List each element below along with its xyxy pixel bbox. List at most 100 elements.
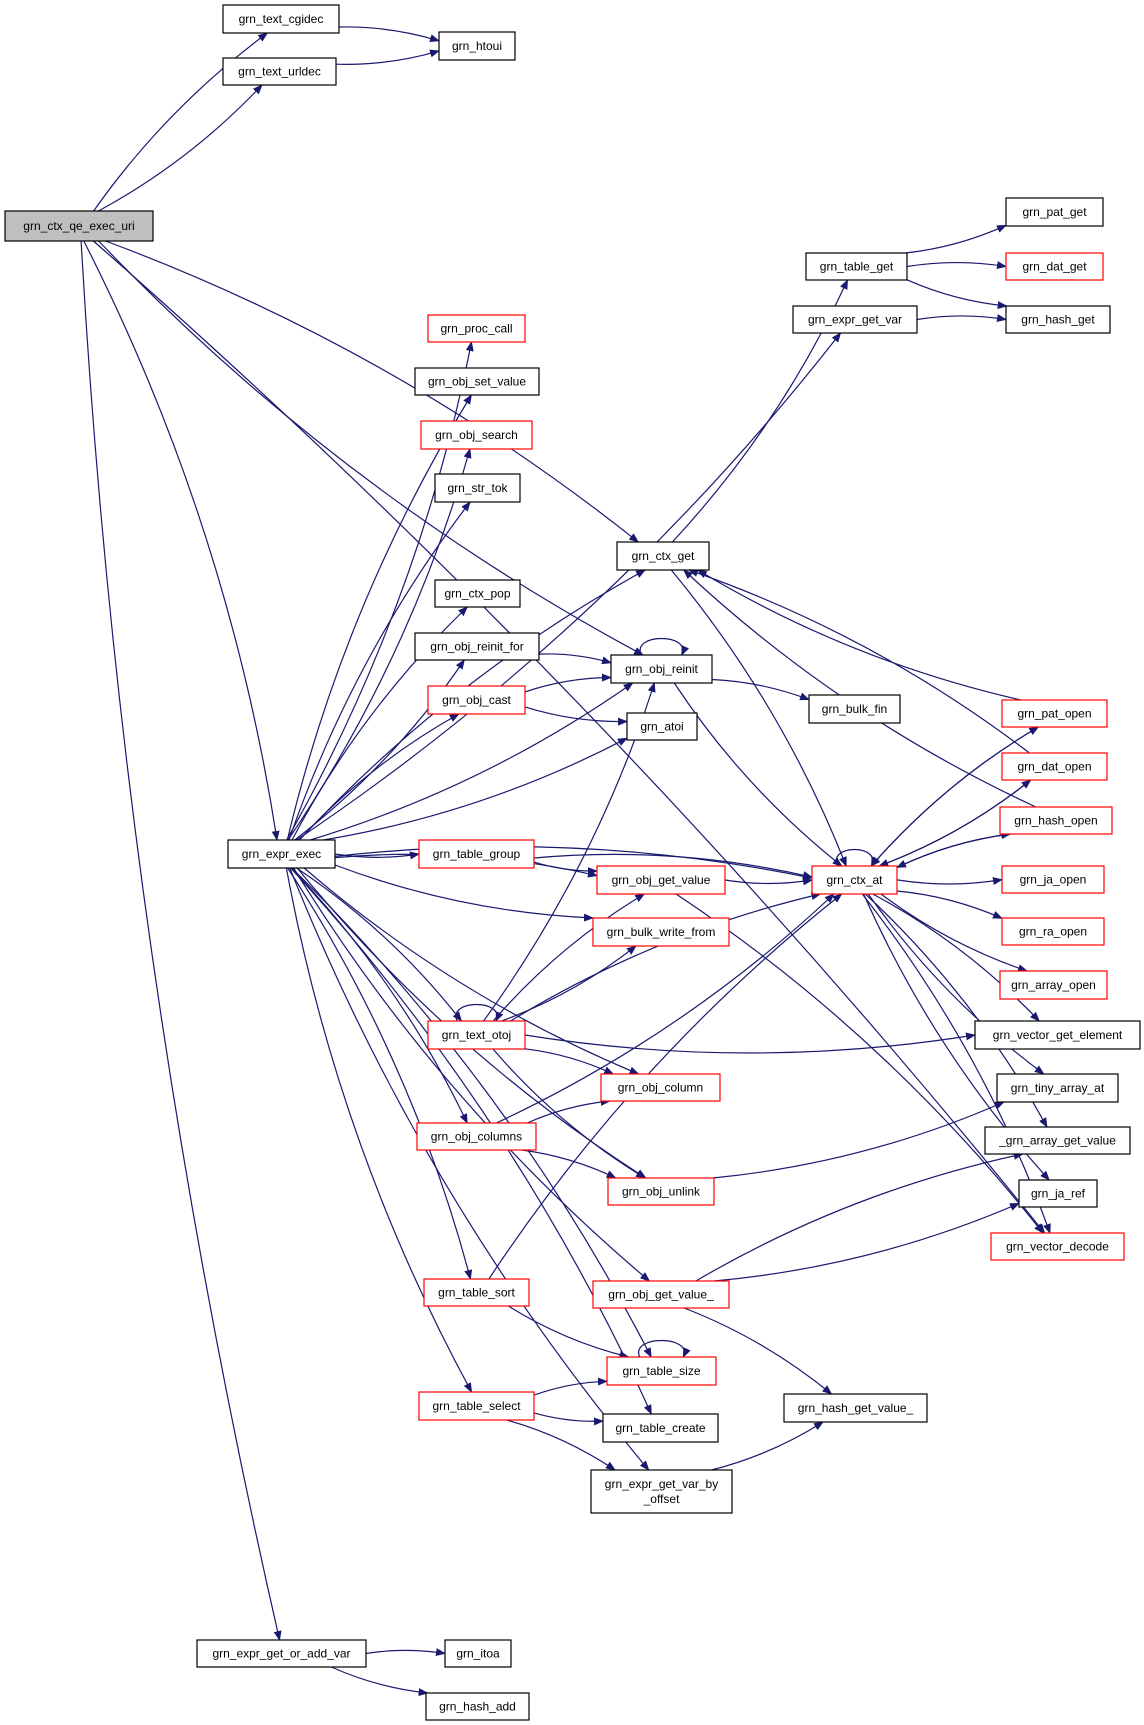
node-obj-search[interactable]: grn_obj_search [420,420,533,450]
node-box[interactable] [1018,1179,1098,1208]
node-ja-ref[interactable]: grn_ja_ref [1018,1179,1098,1208]
node-ctx-get[interactable]: grn_ctx_get [616,541,710,571]
node-box[interactable] [999,970,1108,1000]
node-urldec[interactable]: grn_text_urldec [222,57,337,86]
node-table-select[interactable]: grn_table_select [418,1391,535,1421]
node-table-size[interactable]: grn_table_size [606,1356,717,1386]
node-text-otoj[interactable]: grn_text_otoj [427,1020,526,1050]
node-box[interactable] [1005,197,1104,227]
node-hash-open[interactable]: grn_hash_open [999,806,1113,835]
node-table-group[interactable]: grn_table_group [418,839,535,869]
node-obj-reinit[interactable]: grn_obj_reinit [610,654,713,684]
node-box[interactable] [1001,699,1108,728]
node-obj-get-value[interactable]: grn_obj_get_value [596,865,726,895]
node-pat-get[interactable]: grn_pat_get [1005,197,1104,227]
node-box[interactable] [610,654,713,684]
node-ctx-pop[interactable]: grn_ctx_pop [434,579,521,608]
node-dat-open[interactable]: grn_dat_open [1001,752,1108,781]
node-box[interactable] [1005,305,1111,334]
node-bulk-fin[interactable]: grn_bulk_fin [808,694,901,724]
node-box[interactable] [222,57,337,86]
node-vector-decode[interactable]: grn_vector_decode [990,1232,1125,1261]
node-box[interactable] [606,1356,717,1386]
node-box[interactable] [227,839,336,869]
node-pat-open[interactable]: grn_pat_open [1001,699,1108,728]
node-obj-cast[interactable]: grn_obj_cast [427,685,526,715]
node-obj-columns[interactable]: grn_obj_columns [416,1122,537,1151]
node-box[interactable] [1001,752,1108,781]
node-box[interactable] [996,1073,1119,1103]
node-box[interactable] [590,1469,733,1514]
node-box[interactable] [805,252,908,281]
node-box[interactable] [423,1278,530,1307]
node-obj-set-value[interactable]: grn_obj_set_value [414,367,540,396]
node-box[interactable] [1005,252,1104,281]
node-box[interactable] [592,1280,730,1309]
node-box[interactable] [222,4,340,34]
node-box[interactable] [434,473,521,503]
node-box[interactable] [438,31,516,61]
node-box[interactable] [616,541,710,571]
node-box[interactable] [420,420,533,450]
node-root[interactable]: grn_ctx_qe_exec_uri [4,210,154,242]
node-box[interactable] [444,1639,512,1668]
node-box[interactable] [414,367,540,396]
node-array-open[interactable]: grn_array_open [999,970,1108,1000]
node-box[interactable] [1001,865,1105,894]
node-tiny-array-at[interactable]: grn_tiny_array_at [996,1073,1119,1103]
node-expr-get-or-add-var[interactable]: grn_expr_get_or_add_var [196,1639,367,1668]
node-table-get[interactable]: grn_table_get [805,252,908,281]
node-box[interactable] [427,685,526,715]
node-expr-get-var[interactable]: grn_expr_get_var [792,305,918,334]
node-obj-reinit-for[interactable]: grn_obj_reinit_for [414,632,540,661]
node-box[interactable] [607,1177,715,1206]
node-table-sort[interactable]: grn_table_sort [423,1278,530,1307]
node-table-create[interactable]: grn_table_create [602,1413,719,1443]
node-box[interactable] [418,1391,535,1421]
node-ra-open[interactable]: grn_ra_open [1001,917,1105,946]
node-bulk-write-from[interactable]: grn_bulk_write_from [592,917,730,947]
node-vector-get-element[interactable]: grn_vector_get_element [974,1020,1141,1050]
node-ja-open[interactable]: grn_ja_open [1001,865,1105,894]
node-box[interactable] [602,1413,719,1443]
node-str-tok[interactable]: grn_str_tok [434,473,521,503]
node-box[interactable] [990,1232,1125,1261]
node-ctx-at[interactable]: grn_ctx_at [811,865,898,895]
node-proc-call[interactable]: grn_proc_call [427,314,526,343]
node-box[interactable] [600,1073,721,1102]
node-box[interactable] [434,579,521,608]
node-box[interactable] [792,305,918,334]
node-box[interactable] [984,1126,1131,1155]
node-box[interactable] [596,865,726,895]
node-box[interactable] [418,839,535,869]
node-box[interactable] [425,1692,530,1721]
node-box[interactable] [808,694,901,724]
node-box[interactable] [626,712,698,741]
node-box[interactable] [427,1020,526,1050]
node-box[interactable] [416,1122,537,1151]
node-obj-column[interactable]: grn_obj_column [600,1073,721,1102]
node-hash-add[interactable]: grn_hash_add [425,1692,530,1721]
node-hash-get-value-[interactable]: grn_hash_get_value_ [783,1393,928,1423]
node-hash-get[interactable]: grn_hash_get [1005,305,1111,334]
node-itoa[interactable]: grn_itoa [444,1639,512,1668]
node-expr-get-var-by-offset[interactable]: grn_expr_get_var_by_offset [590,1469,733,1514]
node-box[interactable] [999,806,1113,835]
node-box[interactable] [592,917,730,947]
node-box[interactable] [811,865,898,895]
node-box[interactable] [414,632,540,661]
node-obj-unlink[interactable]: grn_obj_unlink [607,1177,715,1206]
node-expr-exec[interactable]: grn_expr_exec [227,839,336,869]
node-cgidec[interactable]: grn_text_cgidec [222,4,340,34]
node-box[interactable] [4,210,154,242]
node-dat-get[interactable]: grn_dat_get [1005,252,1104,281]
node-box[interactable] [427,314,526,343]
node-box[interactable] [974,1020,1141,1050]
node-box[interactable] [783,1393,928,1423]
node-atoi[interactable]: grn_atoi [626,712,698,741]
node-box[interactable] [196,1639,367,1668]
node-array-get-value[interactable]: _grn_array_get_value [984,1126,1131,1155]
node-box[interactable] [1001,917,1105,946]
node-obj-get-value-[interactable]: grn_obj_get_value_ [592,1280,730,1309]
node-htoui[interactable]: grn_htoui [438,31,516,61]
